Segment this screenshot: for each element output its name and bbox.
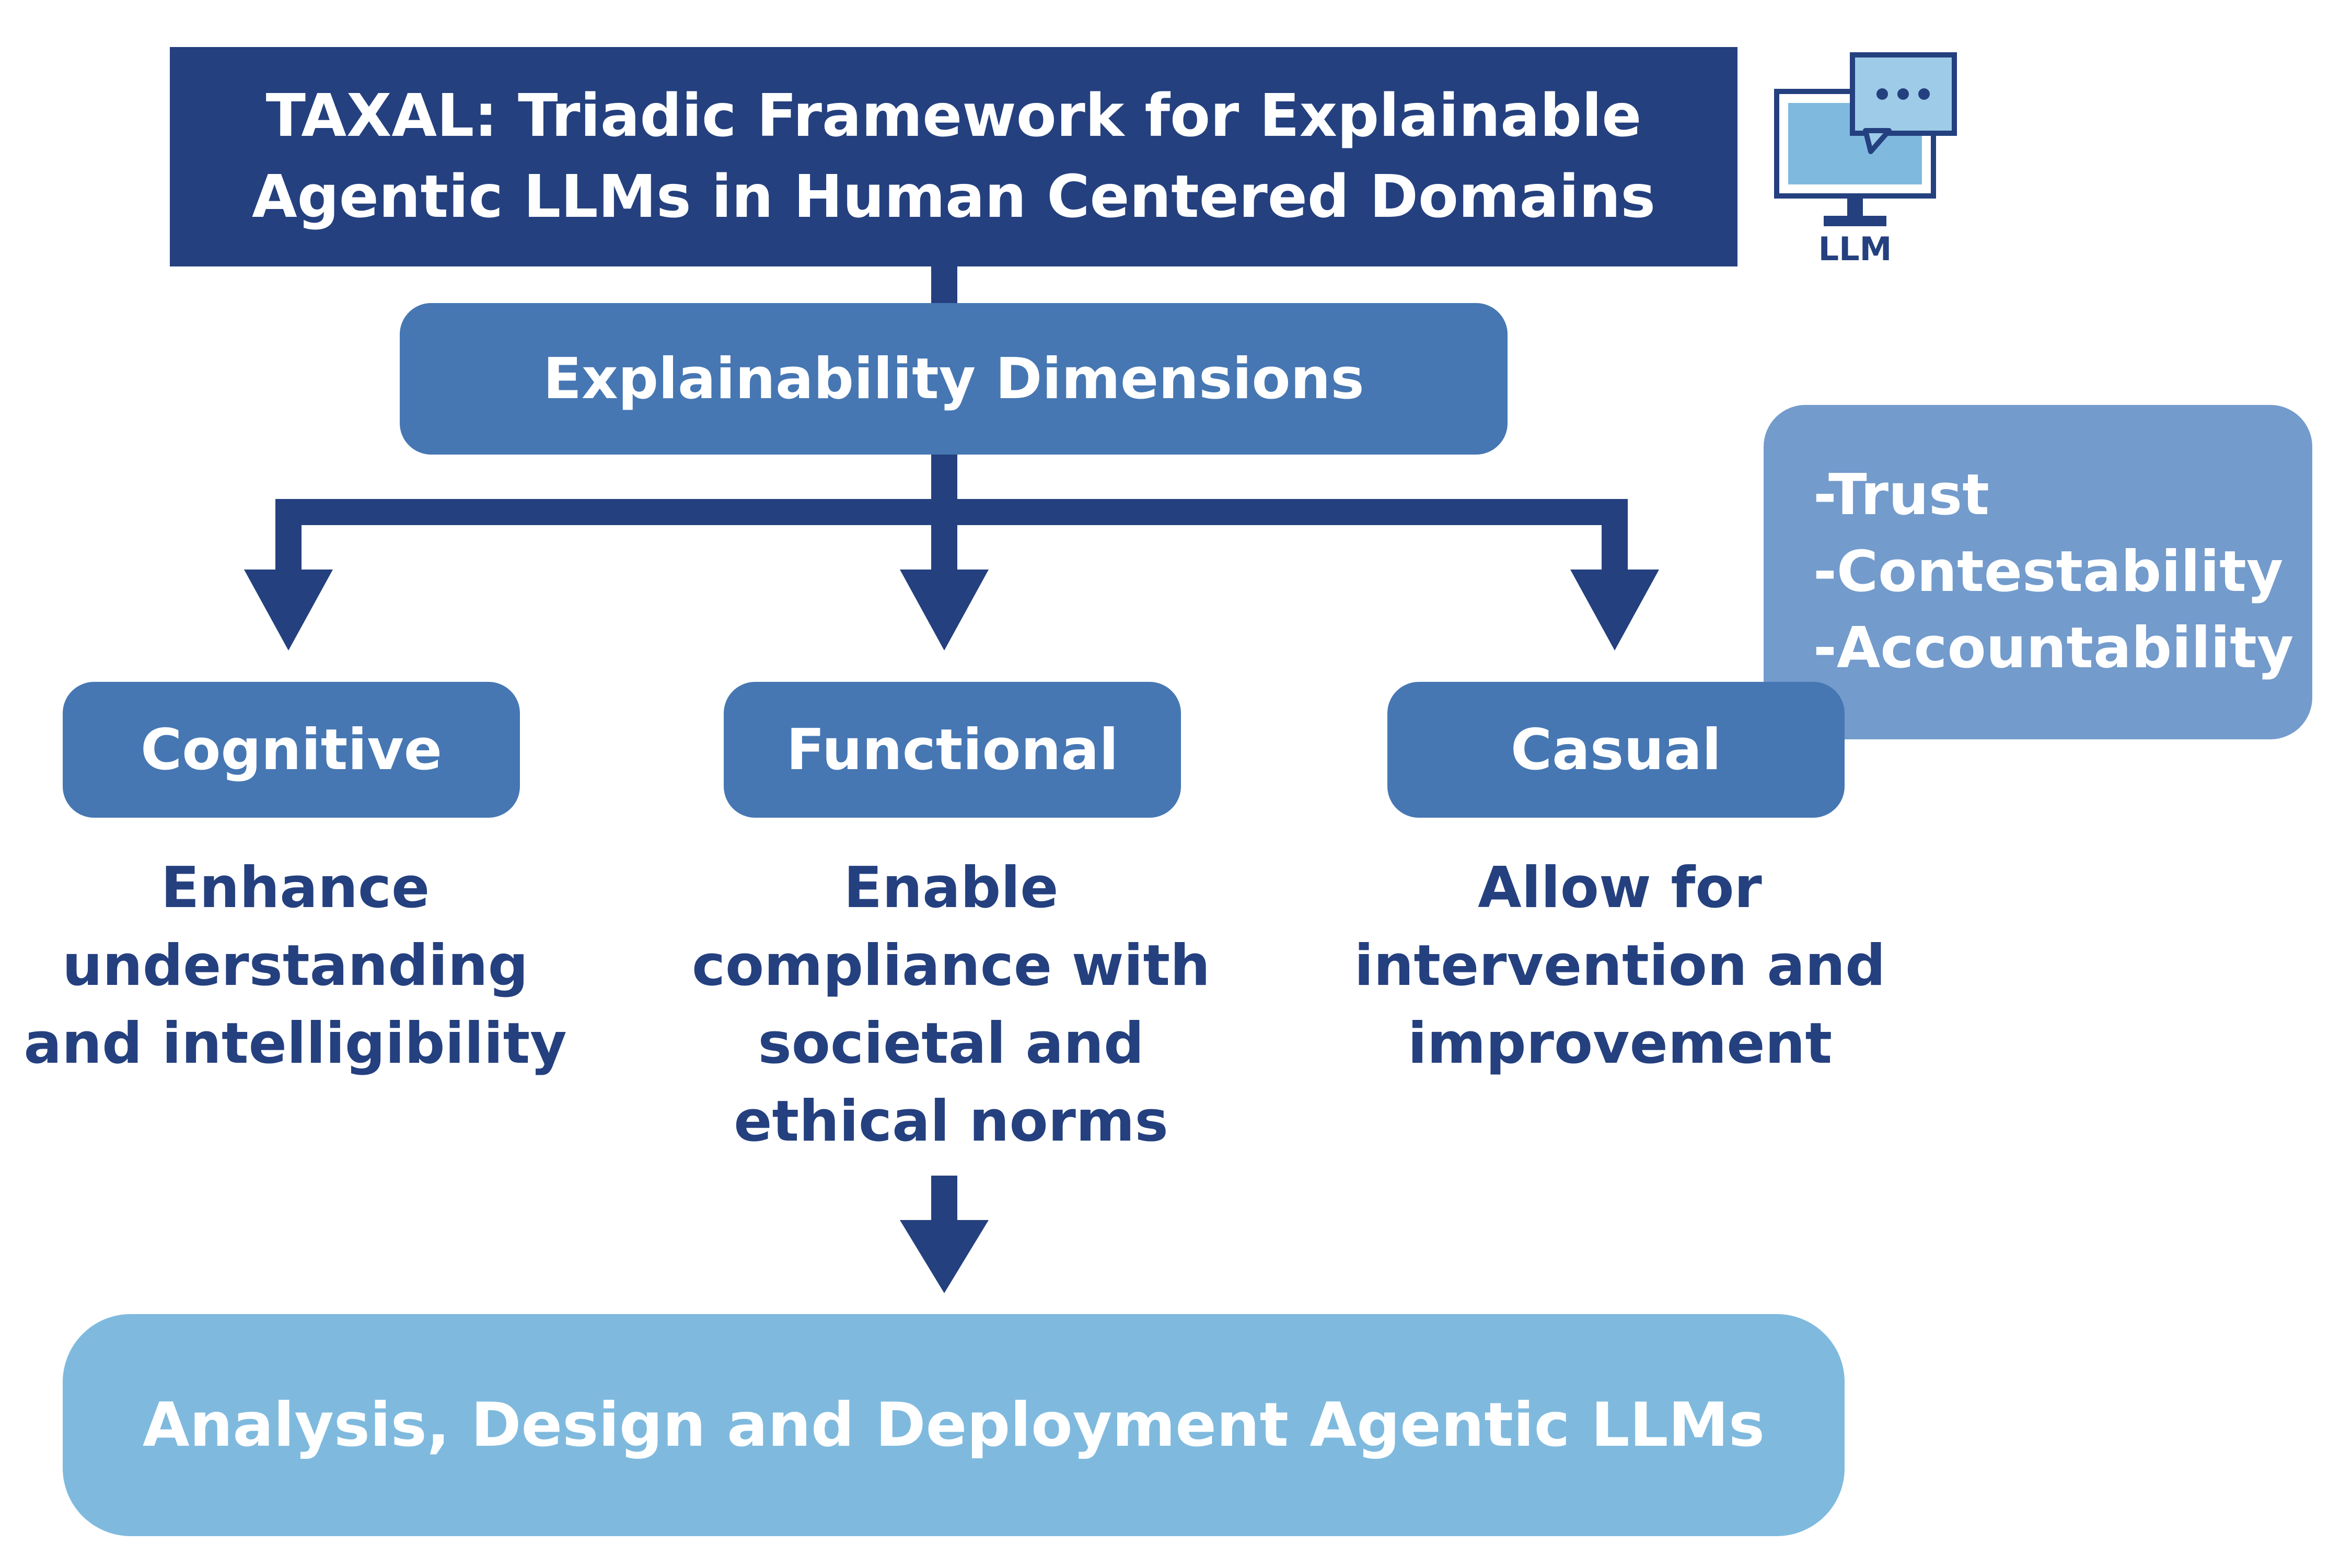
- outcome-contestability: -Contestability: [1813, 539, 2284, 605]
- functional-description-line: Enable: [843, 855, 1059, 921]
- monitor-chat-icon: [1774, 52, 1957, 226]
- arrow-to-bottom: [900, 1220, 989, 1293]
- cognitive-description-line: understanding: [62, 933, 528, 999]
- arrow-to-casual: [1570, 570, 1659, 651]
- framework-title: TAXAL: Triadic Framework for Explainable…: [170, 47, 1737, 266]
- explainability-dimensions-node: Explainability Dimensions: [400, 303, 1508, 455]
- framework-title-line-2: Agentic LLMs in Human Centered Domains: [251, 163, 1656, 231]
- framework-title-line-1: TAXAL: Triadic Framework for Explainable: [265, 82, 1642, 150]
- functional-description-line: societal and: [758, 1011, 1144, 1077]
- connector-to-bottom: [931, 1176, 957, 1228]
- cognitive-description: Enhance understanding and intelligibilit…: [0, 849, 590, 1083]
- dimension-cognitive-node: Cognitive: [63, 682, 520, 818]
- outcome-accountability: -Accountability: [1813, 615, 2294, 681]
- functional-description-line: ethical norms: [734, 1089, 1168, 1155]
- functional-description: Enable compliance with societal and ethi…: [648, 849, 1254, 1160]
- connector-branch-middle: [931, 515, 957, 575]
- functional-description-line: compliance with: [691, 933, 1211, 999]
- outcome-values-node: -Trust -Contestability -Accountability: [1764, 405, 2312, 739]
- cognitive-description-line: and intelligibility: [24, 1011, 567, 1077]
- arrow-to-functional: [900, 570, 989, 651]
- llm-label: LLM: [1818, 230, 1892, 268]
- casual-description-line: improvement: [1407, 1011, 1833, 1077]
- casual-description-line: Allow for: [1478, 855, 1762, 921]
- dimension-casual-node: Casual: [1387, 682, 1845, 818]
- dimension-functional-node: Functional: [724, 682, 1181, 818]
- deployment-node: Analysis, Design and Deployment Agentic …: [63, 1314, 1845, 1536]
- casual-description-line: intervention and: [1354, 933, 1886, 999]
- outcome-trust: -Trust: [1813, 462, 1989, 528]
- cognitive-description-line: Enhance: [160, 855, 430, 921]
- connector-branch-right: [1602, 499, 1628, 575]
- connector-branch-left: [275, 499, 302, 575]
- connector-title-to-dimensions: [931, 264, 957, 306]
- casual-description: Allow for intervention and improvement: [1301, 849, 1939, 1083]
- arrow-to-cognitive: [244, 570, 333, 651]
